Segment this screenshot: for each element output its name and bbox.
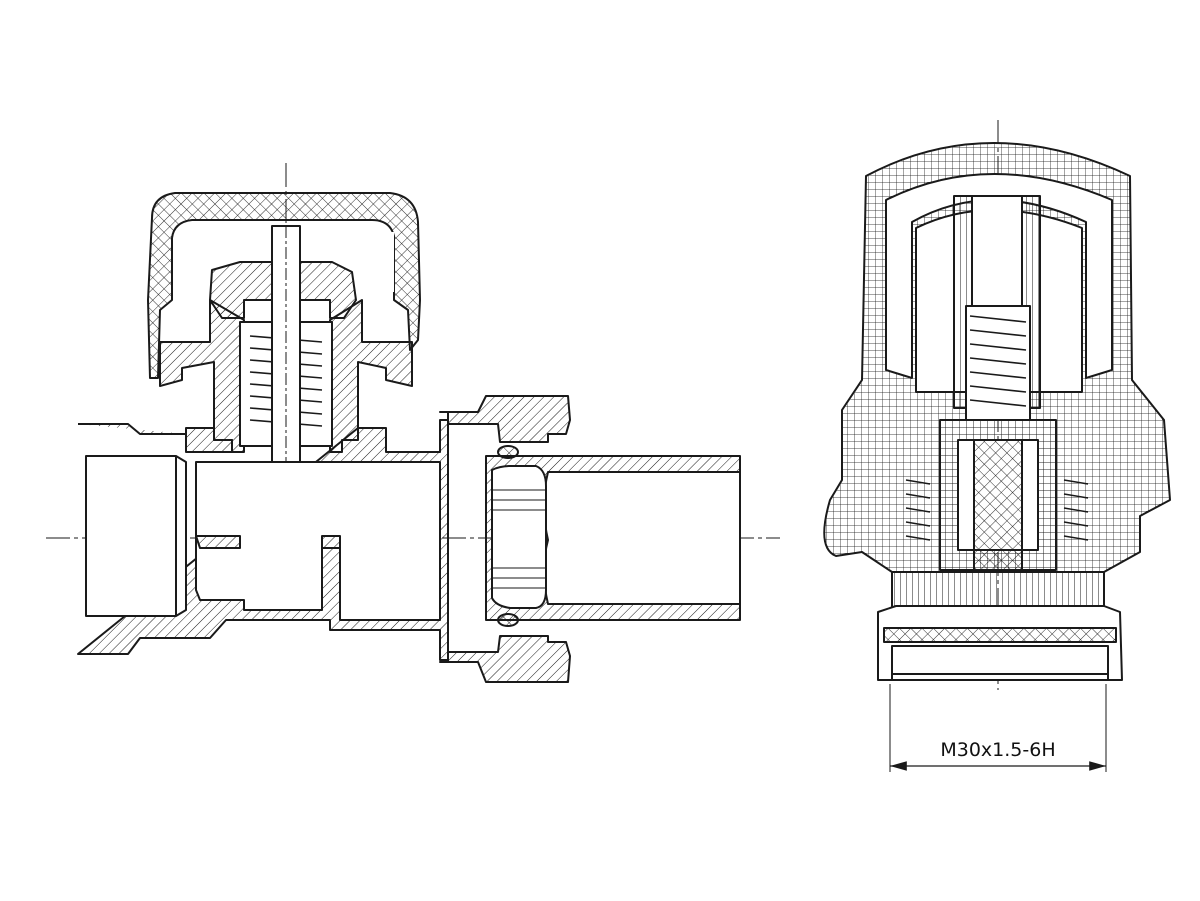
head-union-thread-top — [883, 627, 1117, 643]
valve-section-view — [46, 163, 780, 683]
head-pin — [973, 439, 1023, 571]
body-inlet-bore — [85, 455, 187, 617]
union-nut — [439, 395, 571, 683]
head-section-view — [823, 120, 1171, 690]
head-spring — [969, 315, 1027, 407]
head-union-bore — [891, 645, 1109, 675]
body-seat — [195, 535, 341, 549]
body-chamber — [195, 461, 441, 621]
head-inner-cap — [885, 173, 1113, 379]
head-small-springs — [905, 479, 1089, 541]
bellows-core — [971, 195, 1023, 307]
tail-thread-lines — [492, 489, 546, 589]
union-tail-bore — [543, 471, 741, 605]
dimension-thread — [889, 684, 1107, 772]
dimension-label: M30x1.5-6H — [940, 739, 1055, 761]
union-tail-inner — [491, 465, 547, 609]
